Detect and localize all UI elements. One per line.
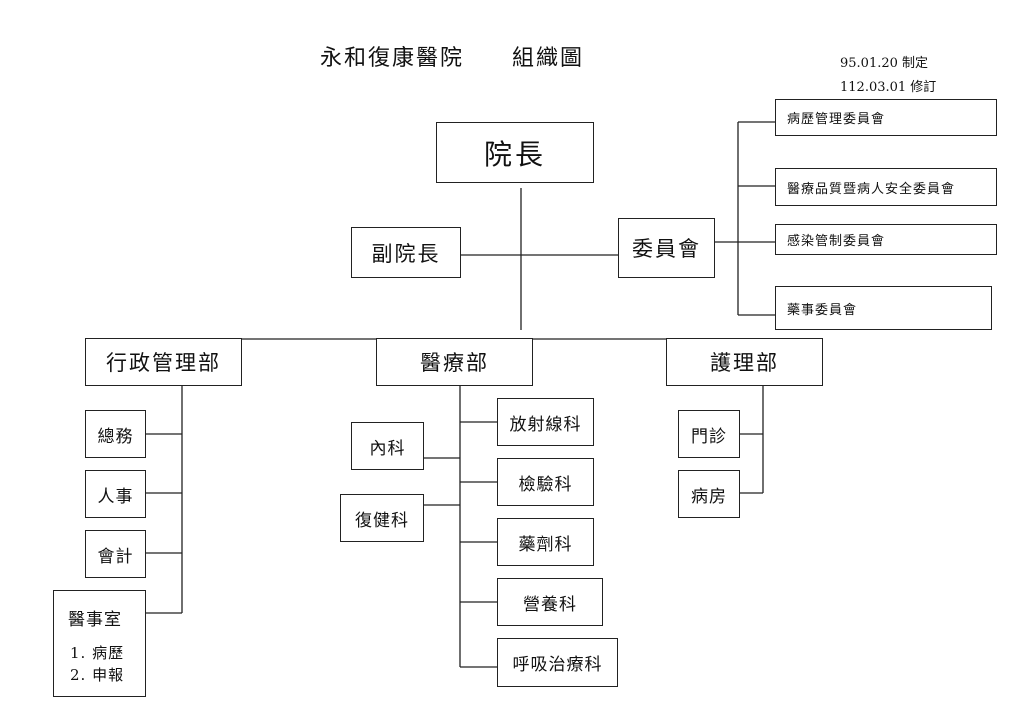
- unit-laboratory: 檢驗科: [497, 458, 594, 506]
- committee-medical-records: 病歷管理委員會: [775, 99, 997, 136]
- unit-ward: 病房: [678, 470, 740, 518]
- committee-pharmacy: 藥事委員會: [775, 286, 992, 330]
- records-office-title: 醫事室: [68, 610, 122, 630]
- committee-box: 委員會: [618, 218, 715, 278]
- unit-nutrition: 營養科: [497, 578, 603, 626]
- unit-respiratory-therapy: 呼吸治療科: [497, 638, 618, 687]
- unit-pharmacy: 藥劑科: [497, 518, 594, 566]
- records-office-box: 醫事室 1. 病歷 2. 申報: [53, 590, 146, 697]
- revised-date: 112.03.01 修訂: [840, 80, 937, 95]
- dept-nursing: 護理部: [666, 338, 823, 386]
- records-office-item: 2. 申報: [70, 666, 125, 684]
- unit-personnel: 人事: [85, 470, 146, 518]
- director-box: 院長: [436, 122, 594, 183]
- records-office-item: 1. 病歷: [70, 644, 125, 662]
- committee-infection-control: 感染管制委員會: [775, 224, 997, 255]
- committee-quality-safety: 醫療品質暨病人安全委員會: [775, 168, 997, 206]
- vice-director-box: 副院長: [351, 227, 461, 278]
- unit-accounting: 會計: [85, 530, 146, 578]
- page-title: 永和復康醫院 組織圖: [320, 46, 585, 71]
- unit-general-affairs: 總務: [85, 410, 146, 458]
- dept-admin: 行政管理部: [85, 338, 242, 386]
- unit-radiology: 放射線科: [497, 398, 594, 446]
- enacted-date: 95.01.20 制定: [840, 56, 929, 71]
- unit-rehabilitation: 復健科: [340, 494, 424, 542]
- unit-outpatient: 門診: [678, 410, 740, 458]
- dept-medical: 醫療部: [376, 338, 533, 386]
- unit-internal-medicine: 內科: [351, 422, 424, 470]
